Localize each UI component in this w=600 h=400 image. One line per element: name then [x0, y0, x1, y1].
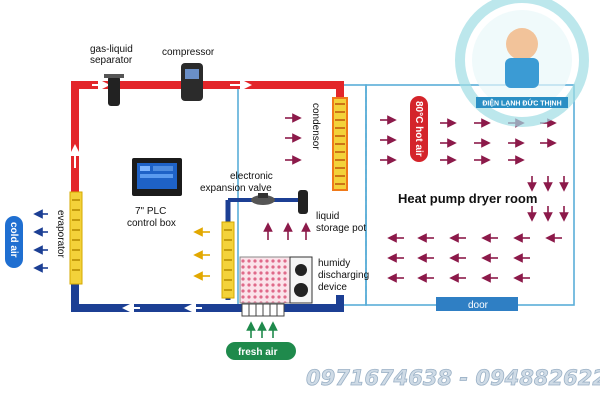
expansion-valve: [251, 195, 275, 205]
dryer-room-arrows-bottom: [387, 233, 562, 283]
indoor-arrows-machine-room: [285, 113, 302, 165]
gas-liquid-separator: [108, 76, 120, 106]
dryer-room-title: Heat pump dryer room: [398, 191, 537, 206]
compressor: [181, 63, 203, 101]
yellow-air-arrows: [193, 227, 210, 281]
fresh-air-label: fresh air: [238, 347, 278, 358]
hot-air-badge: [410, 96, 428, 162]
cold-air-label: cold air: [8, 222, 19, 258]
cold-pipe: [71, 280, 344, 312]
evaporator-coil: [69, 191, 83, 285]
humidy-discharging-device: [239, 256, 291, 304]
separator-label: gas-liquid: [90, 44, 133, 55]
condensor-label: condensor: [310, 103, 321, 150]
plc-label: control box: [127, 218, 176, 229]
fresh-air-badge: [226, 342, 296, 360]
door: [436, 297, 518, 311]
brand-logo: ĐIỆN LẠNH ĐỨC THỊNH: [455, 0, 589, 127]
dryer-room-arrows-down: [527, 176, 569, 222]
liquid-pot-label: liquid: [316, 211, 339, 222]
compressor-label: compressor: [162, 47, 215, 58]
cold-air-badge: [5, 216, 23, 268]
humidy-label: discharging: [318, 270, 369, 281]
hot-pipe: [71, 81, 344, 200]
fresh-air-arrows: [246, 321, 278, 338]
door-label: door: [468, 300, 489, 311]
brand-name: ĐIỆN LẠNH ĐỨC THỊNH: [482, 99, 561, 108]
cold-air-arrows: [33, 209, 48, 273]
humidy-label: humidy: [318, 258, 350, 269]
hot-air-label: 80°C hot air: [413, 101, 424, 157]
phone-watermark: 0971674638 - 0948826226: [306, 366, 600, 390]
plc-label: 7" PLC: [135, 206, 166, 217]
separator-label: separator: [90, 55, 133, 66]
liquid-pot-label: storage pot: [316, 223, 366, 234]
liquid-storage-pot: [298, 190, 308, 214]
humidy-label: device: [318, 282, 347, 293]
expansion-valve-label: electronic: [230, 171, 273, 182]
evaporator-label: evaporator: [55, 210, 66, 258]
expansion-valve-label: expansion valve: [200, 183, 272, 194]
